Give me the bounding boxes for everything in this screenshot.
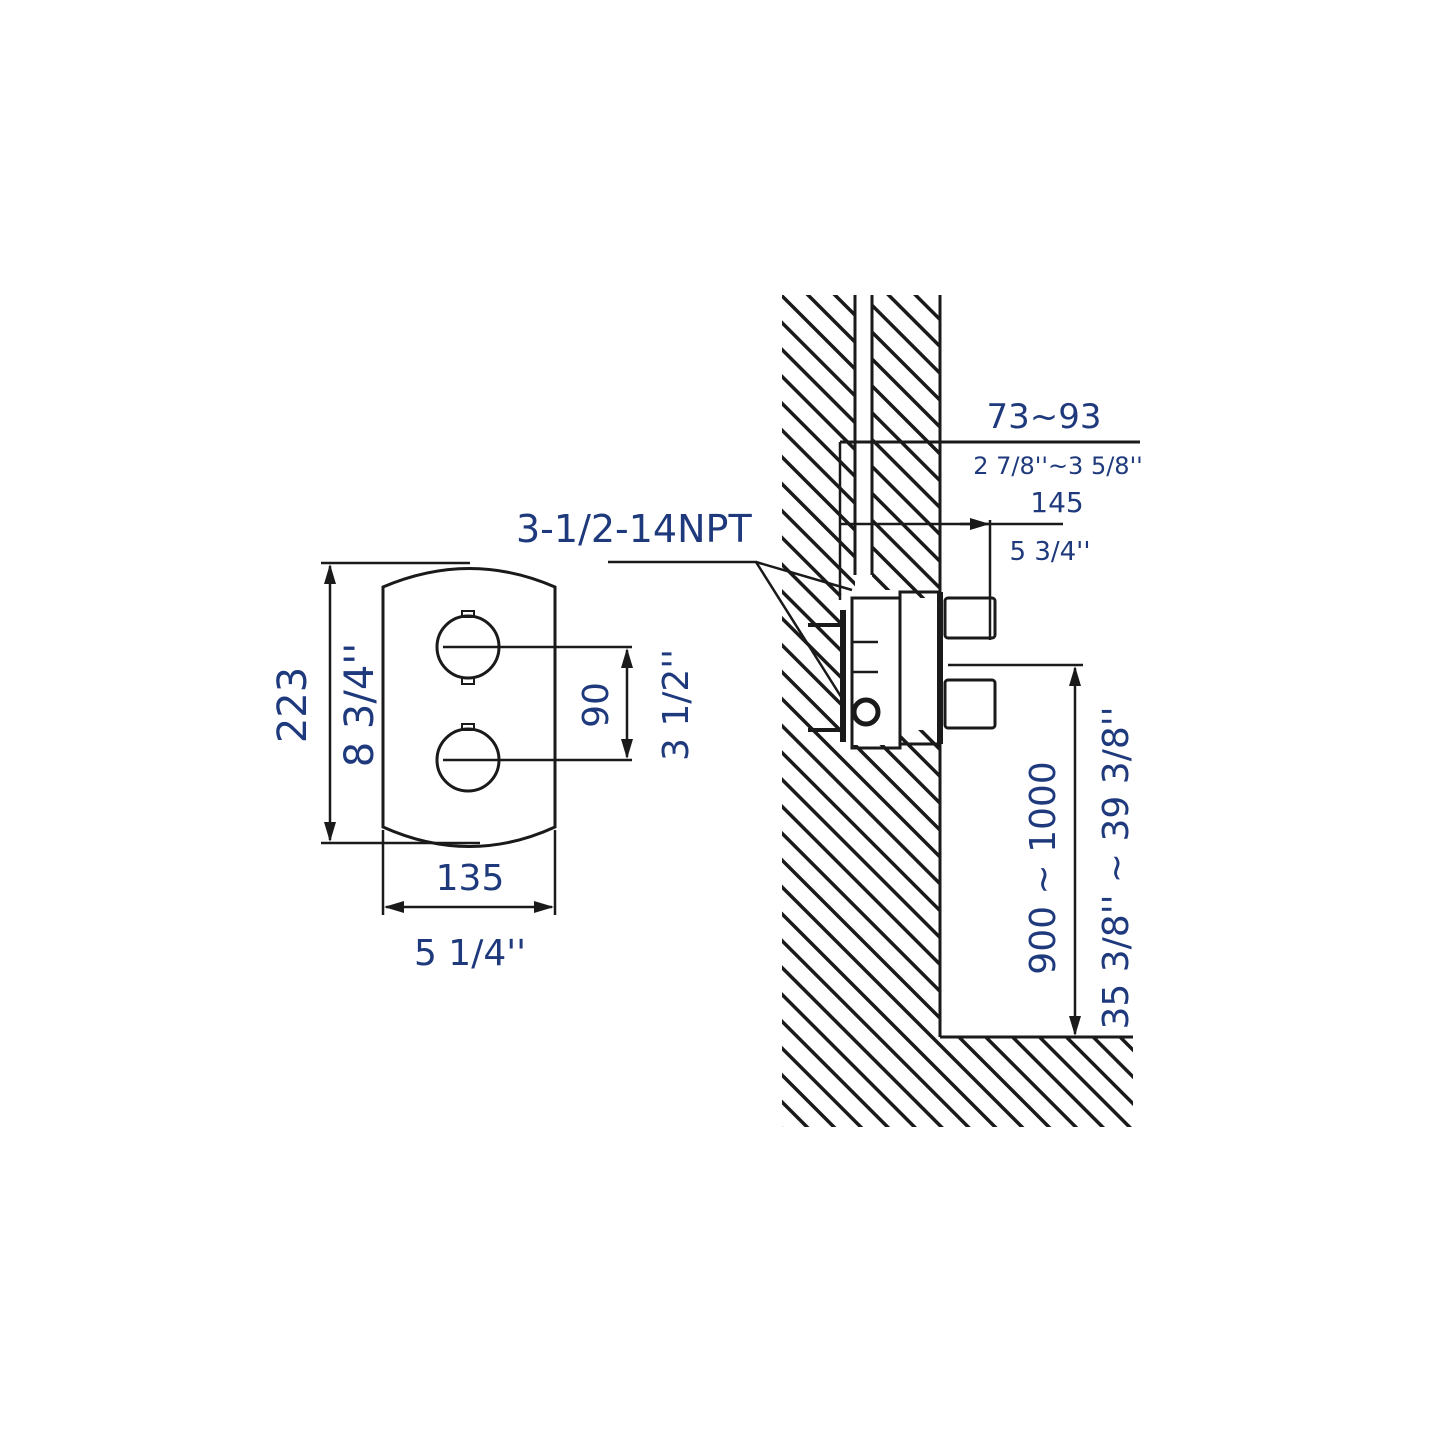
side-handles	[943, 596, 997, 730]
front-view: 223 8 3/4'' 90 3 1/2'' 135 5 1/4''	[270, 561, 697, 974]
thread-callout: 3-1/2-14NPT	[516, 507, 853, 704]
handle-spacing-dimension: 90 3 1/2''	[443, 645, 697, 762]
mount-height-mm-label: 900 ~ 1000	[1023, 761, 1064, 974]
mount-height-in-label: 35 3/8'' ~ 39 3/8''	[1096, 706, 1137, 1029]
thread-spec-label: 3-1/2-14NPT	[516, 507, 752, 551]
projection-mm-label: 145	[1030, 486, 1083, 519]
wall-depth-mm-label: 73~93	[986, 397, 1101, 437]
mount-height-dimension: 900 ~ 1000 35 3/8'' ~ 39 3/8''	[948, 663, 1137, 1036]
width-in-label: 5 1/4''	[414, 933, 526, 974]
height-dimension: 223 8 3/4''	[270, 561, 480, 845]
width-dimension: 135 5 1/4''	[381, 830, 557, 974]
wall-inner-section	[872, 295, 940, 598]
wall-section	[782, 295, 1133, 1127]
height-in-label: 8 3/4''	[337, 643, 383, 768]
lower-handle	[435, 723, 501, 793]
section-view: 3-1/2-14NPT 73~93 2 7/8''~3 5/8'' 145 5 …	[516, 295, 1143, 1127]
wall-depth-dimension: 73~93 2 7/8''~3 5/8''	[838, 397, 1143, 600]
projection-in-label: 5 3/4''	[1010, 537, 1091, 567]
width-mm-label: 135	[436, 858, 505, 899]
valve-body	[808, 590, 943, 750]
spacing-mm-label: 90	[576, 682, 617, 728]
wall-depth-in-label: 2 7/8''~3 5/8''	[973, 452, 1143, 480]
height-mm-label: 223	[270, 667, 316, 743]
projection-dimension: 145 5 3/4''	[840, 486, 1090, 640]
spacing-in-label: 3 1/2''	[656, 649, 697, 761]
